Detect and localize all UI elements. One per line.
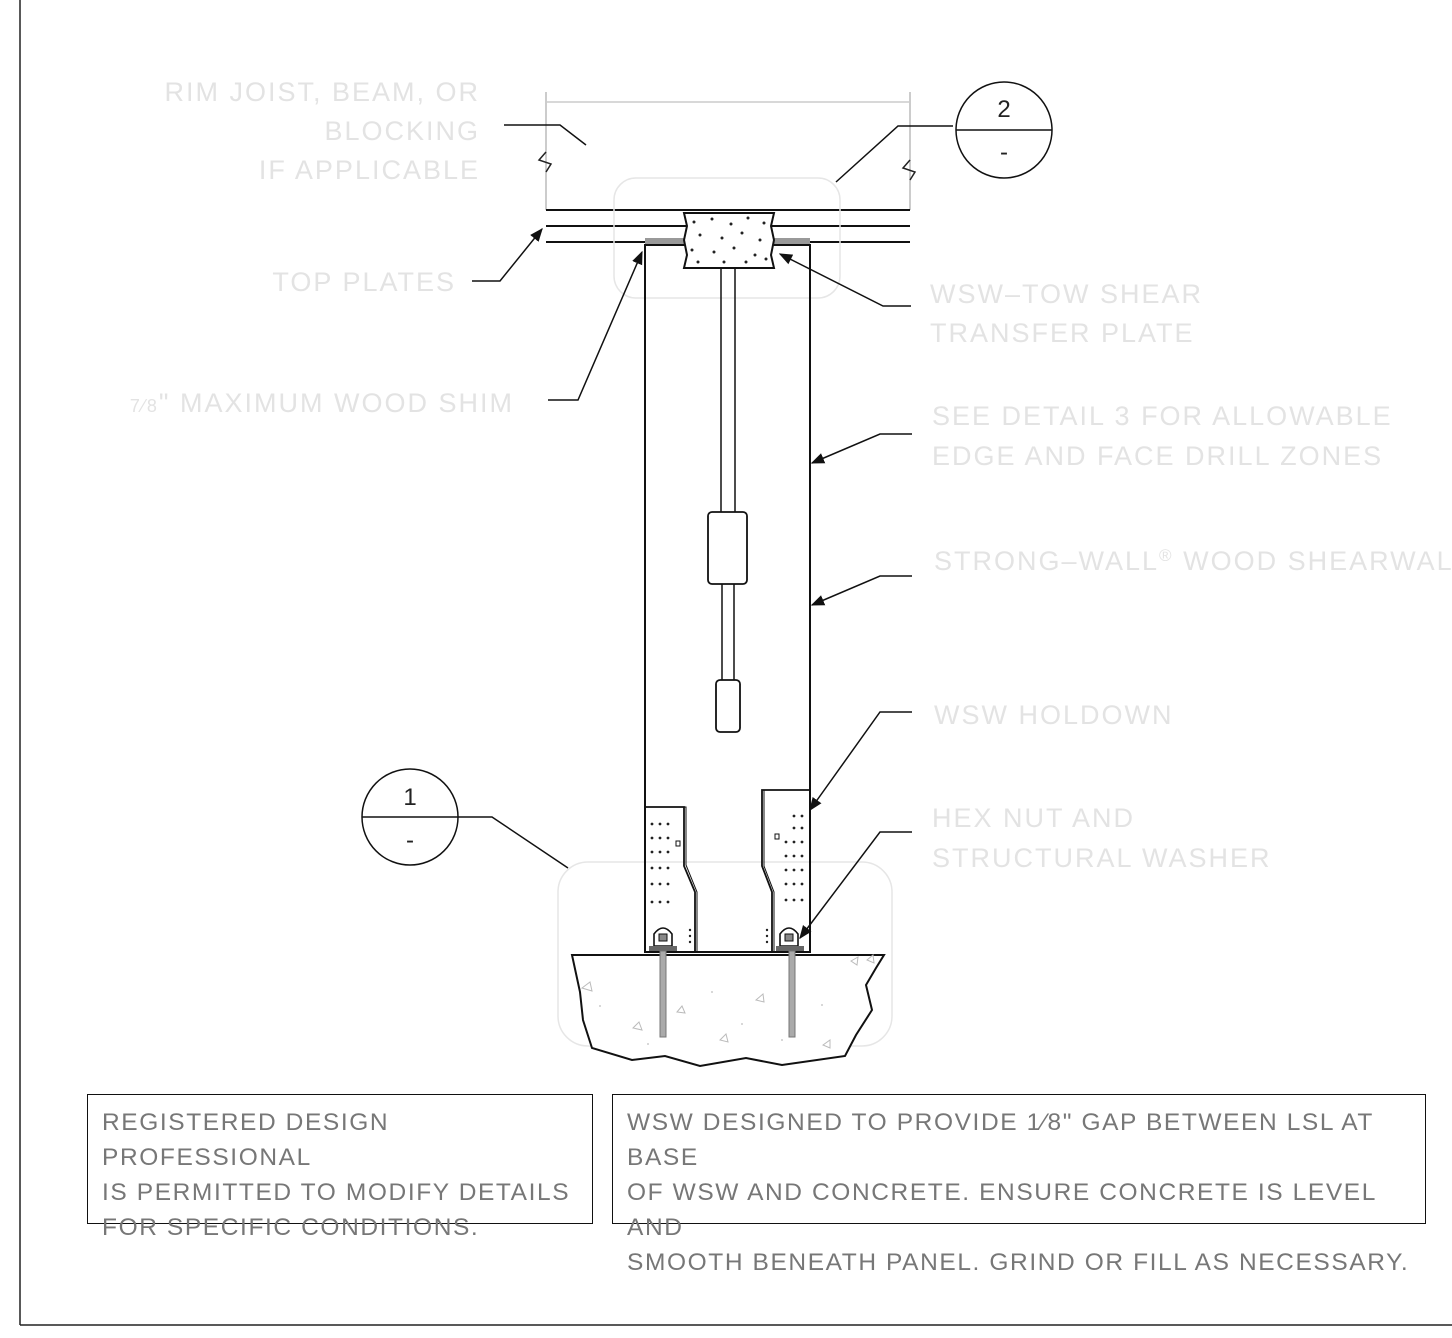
- leader-lines: [458, 124, 953, 940]
- shearwall-panel: [644, 244, 811, 953]
- rim-joist-label-line2: BLOCKING: [324, 116, 480, 146]
- hex-nut-label-line2: STRUCTURAL WASHER: [932, 843, 1272, 873]
- shearwall-suffix: WOOD SHEARWALL: [1174, 546, 1452, 576]
- transfer-plate-label-line1: WSW–TOW SHEAR: [930, 279, 1203, 309]
- hex-nut-label-line1: HEX NUT AND: [932, 803, 1135, 833]
- shim-label: 7⁄8" MAXIMUM WOOD SHIM: [130, 388, 514, 418]
- callout-detail-2: 2 -: [955, 81, 1053, 179]
- note-gap-requirement: WSW DESIGNED TO PROVIDE 1⁄8" GAP BETWEEN…: [612, 1094, 1426, 1276]
- rim-joist-label-line3: IF APPLICABLE: [259, 155, 480, 185]
- tie-rod: [707, 268, 748, 733]
- callout-detail-1: 1 -: [361, 768, 459, 866]
- concrete-foundation: [570, 954, 886, 1068]
- note-design-professional: REGISTERED DESIGN PROFESSIONAL IS PERMIT…: [87, 1094, 593, 1241]
- detail-2-region: [613, 177, 841, 299]
- transfer-plate-label-line2: TRANSFER PLATE: [930, 318, 1195, 348]
- rim-joist: [537, 92, 917, 210]
- shim-fraction: 7⁄8: [130, 396, 159, 416]
- anchor-bolts: [659, 950, 796, 1038]
- callout-1-sheet: -: [406, 827, 414, 854]
- shearwall-prefix: STRONG–WALL: [934, 546, 1159, 576]
- shear-transfer-plate: [682, 212, 776, 269]
- holdown-label: WSW HOLDOWN: [934, 700, 1173, 730]
- callout-2-sheet: -: [1000, 139, 1008, 166]
- holdown-left: [644, 806, 698, 953]
- rim-joist-label-line1: RIM JOIST, BEAM, OR: [164, 77, 480, 107]
- top-plates-label: TOP PLATES: [272, 267, 456, 297]
- callout-1-number: 1: [403, 784, 416, 811]
- holdown-right: [761, 789, 811, 953]
- drill-zones-label-line2: EDGE AND FACE DRILL ZONES: [932, 441, 1383, 471]
- drill-zones-label-line1: SEE DETAIL 3 FOR ALLOWABLE: [932, 401, 1393, 431]
- shearwall-label: STRONG–WALL® WOOD SHEARWALL: [934, 546, 1452, 576]
- shim-text: " MAXIMUM WOOD SHIM: [159, 388, 514, 418]
- callout-2-number: 2: [997, 96, 1010, 123]
- shearwall-registered-mark: ®: [1159, 546, 1174, 565]
